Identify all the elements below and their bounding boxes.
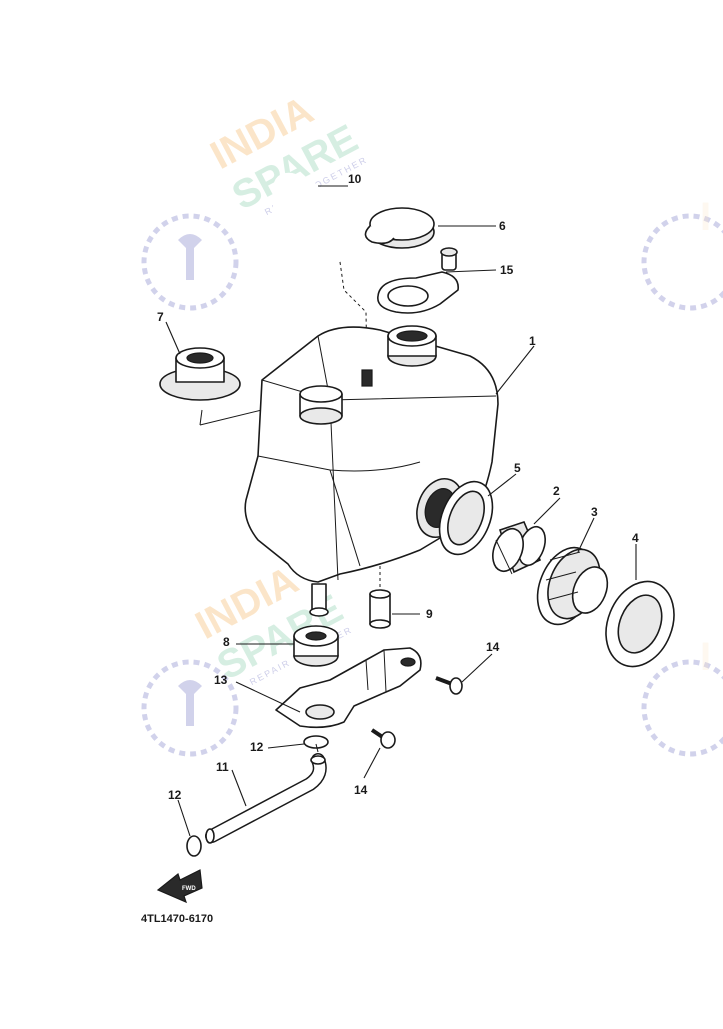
callout-14a: 14 — [486, 640, 500, 654]
part-14-bolt-upper — [435, 676, 463, 695]
callout-11: 11 — [216, 760, 229, 774]
fwd-label: FWD — [182, 886, 196, 892]
part-13-bracket — [275, 647, 422, 729]
watermark-logo-icon: I I — [141, 195, 723, 757]
callout-12b: 12 — [168, 788, 182, 802]
callout-15: 15 — [500, 263, 514, 277]
part-15-cap-holder — [377, 247, 459, 314]
part-8-damper — [293, 625, 339, 667]
callout-8: 8 — [223, 635, 230, 649]
callout-2: 2 — [553, 484, 560, 498]
callout-13: 13 — [214, 673, 228, 687]
part-6-fuel-cap — [364, 207, 435, 249]
callout-4: 4 — [632, 531, 639, 545]
callout-7: 7 — [157, 310, 164, 324]
part-14-bolt-lower — [370, 728, 396, 749]
part-3-collar — [536, 546, 609, 626]
part-7-grommet — [159, 347, 241, 401]
assembly-line-7 — [199, 407, 271, 426]
diagram-reference-code: 4TL1470-6170 — [141, 913, 213, 925]
part-10-breather-hose — [273, 172, 343, 308]
callout-3: 3 — [591, 505, 598, 519]
assembly-line-7b — [199, 409, 203, 426]
part-2-strainer — [492, 521, 546, 575]
fwd-direction-arrow-icon: FWD — [156, 869, 203, 904]
callout-12a: 12 — [250, 740, 264, 754]
callout-labels: 1 2 3 4 5 6 7 8 9 10 11 12 12 13 14 14 1… — [157, 172, 639, 802]
svg-text:I: I — [700, 195, 711, 239]
part-9-collar — [369, 566, 391, 629]
part-12-clamp-lower — [186, 835, 202, 857]
part-11-fuel-hose — [205, 753, 327, 844]
callout-5: 5 — [514, 461, 521, 475]
leader-lines — [165, 185, 637, 837]
assembly-line-10 — [339, 261, 368, 373]
part-5-gasket — [438, 480, 494, 556]
callout-6: 6 — [499, 219, 506, 233]
callout-10: 10 — [348, 172, 362, 186]
part-4-ring — [605, 580, 675, 668]
callout-9: 9 — [426, 607, 433, 621]
callout-14b: 14 — [354, 783, 368, 797]
callout-1: 1 — [529, 334, 536, 348]
svg-text:I: I — [700, 635, 711, 679]
part-12-clamp-upper — [303, 735, 329, 753]
